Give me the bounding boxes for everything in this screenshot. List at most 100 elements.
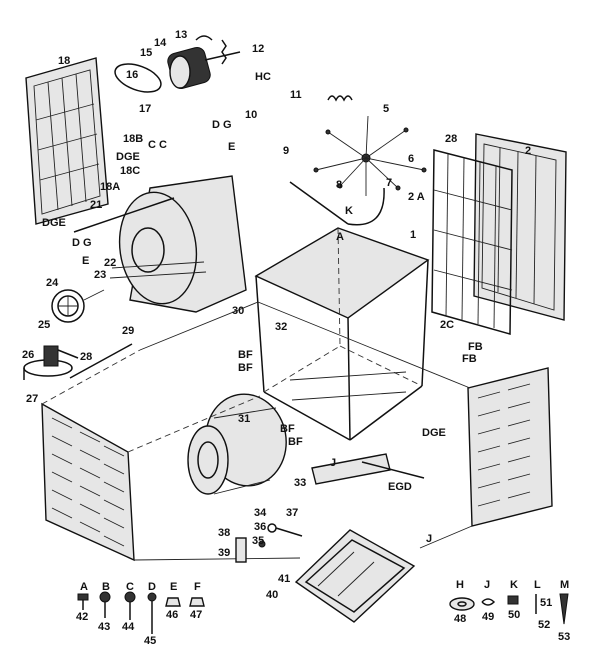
hardware-letter: L (534, 579, 541, 591)
callout-hc: HC (255, 71, 271, 83)
label-a: A (336, 231, 344, 243)
callout-18c: 18C (120, 165, 141, 177)
hardware-letter: C (126, 581, 134, 593)
callout-23: 23 (94, 269, 107, 281)
hardware-letter: A (80, 581, 88, 593)
callout-2a: 2 A (408, 191, 425, 203)
spring-11 (327, 95, 353, 102)
hardware-letter: K (510, 579, 518, 591)
water-tube-8 (289, 181, 385, 226)
hardware-number: 53 (558, 631, 571, 643)
callout-9: 9 (283, 145, 290, 157)
hardware-number: 48 (454, 613, 467, 625)
hardware-number: 49 (482, 611, 495, 623)
callout-35: 35 (252, 535, 265, 547)
blower-wheel-31 (187, 393, 287, 495)
callout-25: 25 (38, 319, 51, 331)
callout-16: 16 (126, 69, 139, 81)
callout-7: 7 (386, 177, 393, 189)
hardware-number: 51 (540, 597, 553, 609)
rod-29 (69, 343, 133, 379)
callout-29: 29 (122, 325, 135, 337)
callout-5: 5 (383, 103, 390, 115)
float-rail-33 (311, 453, 425, 485)
louver-panel-left (41, 402, 135, 562)
panel-guide-line (127, 395, 261, 453)
blower-housing (109, 175, 247, 313)
cabinet-shell (133, 301, 473, 561)
hardware-number: 47 (190, 609, 203, 621)
hardware-number: 46 (166, 609, 179, 621)
motor-assembly (114, 35, 241, 93)
label-dg-top: D G (212, 119, 232, 131)
hardware-letter: M (560, 579, 570, 591)
callout-12: 12 (252, 43, 265, 55)
pump-26 (23, 345, 79, 380)
callout-24: 24 (46, 277, 59, 289)
callout-13: 13 (175, 29, 188, 41)
drain-fitting-39 (235, 537, 247, 563)
callout-1: 1 (410, 229, 417, 241)
callout-28: 28 (445, 133, 458, 145)
hardware-number: 42 (76, 611, 89, 623)
callout-21: 21 (90, 199, 103, 211)
label-j-1: J (330, 457, 337, 469)
label-bf-3: BF (280, 423, 295, 435)
callout-34: 34 (254, 507, 267, 519)
callout-2c: 2C (440, 319, 455, 331)
hardware-letter: E (170, 581, 178, 593)
callout-26: 26 (22, 349, 35, 361)
callout-39: 39 (218, 547, 231, 559)
callout-6: 6 (408, 153, 415, 165)
float-switch (258, 523, 303, 548)
label-fb-2: FB (462, 353, 477, 365)
support-bar-21 (73, 197, 175, 233)
cabinet-frame-1 (254, 227, 430, 441)
hardware-number: 43 (98, 621, 111, 633)
pulley-25 (51, 289, 105, 323)
hardware-number: 44 (122, 621, 135, 633)
callout-33: 33 (294, 477, 307, 489)
callout-37: 37 (286, 507, 299, 519)
hardware-icons (77, 591, 569, 634)
callout-30: 30 (232, 305, 245, 317)
water-pan-41 (294, 529, 416, 623)
side-pad-2 (473, 133, 567, 321)
callout-27: 27 (26, 393, 39, 405)
callout-18: 18 (58, 55, 71, 67)
label-k: K (345, 205, 353, 217)
callout-36: 36 (254, 521, 267, 533)
label-dge-right: DGE (422, 427, 446, 439)
label-e-top: E (228, 141, 236, 153)
side-pad-18 (25, 57, 109, 225)
callout-31: 31 (238, 413, 251, 425)
label-bf-1: BF (238, 349, 253, 361)
panel-guide-line (41, 349, 141, 405)
label-bf-2: BF (238, 362, 253, 374)
louver-panel-right (467, 367, 553, 527)
hardware-letter: D (148, 581, 156, 593)
water-distributor-5 (313, 115, 427, 196)
callout-8: 8 (336, 179, 343, 191)
callout-18a: 18A (100, 181, 121, 193)
label-bf-4: BF (288, 436, 303, 448)
label-dge-top: DGE (42, 217, 66, 229)
callout-14: 14 (154, 37, 167, 49)
callout-15: 15 (140, 47, 153, 59)
callout-17: 17 (139, 103, 152, 115)
label-egd: EGD (388, 481, 412, 493)
label-e-left: E (82, 255, 90, 267)
hardware-letter: F (194, 581, 201, 593)
pad-frame-2a (431, 149, 513, 335)
label-cc: C C (148, 139, 167, 151)
label-dg-left: D G (72, 237, 92, 249)
callout-41: 41 (278, 573, 291, 585)
label-fb-1: FB (468, 341, 483, 353)
label-dge-left: DGE (116, 151, 140, 163)
callout-10: 10 (245, 109, 258, 121)
callout-11: 11 (290, 89, 302, 101)
callout-32: 32 (275, 321, 288, 333)
hardware-letter: B (102, 581, 110, 593)
